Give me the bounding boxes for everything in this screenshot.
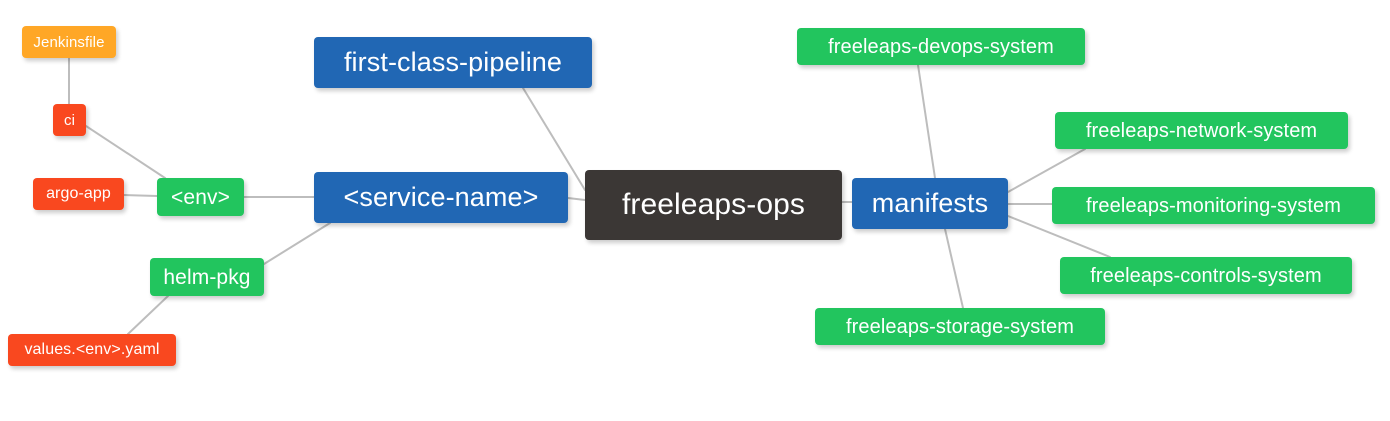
edge-manifests-to-freeleaps-devops-system xyxy=(917,64,936,179)
edge-env-to-argo-app xyxy=(123,194,158,197)
node-label: Jenkinsfile xyxy=(33,33,105,51)
node-service-name[interactable]: <service-name> xyxy=(314,172,568,223)
node-label: ci xyxy=(63,111,76,129)
node-first-class-pipeline[interactable]: first-class-pipeline xyxy=(314,37,592,88)
node-label: freeleaps-storage-system xyxy=(845,315,1075,338)
node-label: freeleaps-network-system xyxy=(1085,119,1318,142)
node-values-env-yaml[interactable]: values.<env>.yaml xyxy=(8,334,176,366)
node-label: freeleaps-devops-system xyxy=(828,35,1054,58)
node-label: freeleaps-ops xyxy=(621,188,806,221)
node-label: argo-app xyxy=(46,185,111,202)
edge-helm-pkg-to-values-env-yaml xyxy=(127,295,169,335)
edge-service-name-to-helm-pkg xyxy=(263,222,331,265)
node-helm-pkg[interactable]: helm-pkg xyxy=(150,258,264,296)
node-label: freeleaps-monitoring-system xyxy=(1085,194,1341,217)
edge-manifests-to-freeleaps-storage-system xyxy=(944,228,964,309)
node-ci[interactable]: ci xyxy=(53,104,86,136)
node-label: first-class-pipeline xyxy=(343,47,563,77)
node-argo-app[interactable]: argo-app xyxy=(33,178,124,210)
node-jenkinsfile[interactable]: Jenkinsfile xyxy=(22,26,116,58)
node-label: <env> xyxy=(171,185,230,209)
node-label: values.<env>.yaml xyxy=(24,341,160,358)
node-freeleaps-controls-system[interactable]: freeleaps-controls-system xyxy=(1060,257,1352,294)
node-freeleaps-devops-system[interactable]: freeleaps-devops-system xyxy=(797,28,1085,65)
edge-freeleaps-ops-to-service-name xyxy=(567,197,586,201)
node-manifests[interactable]: manifests xyxy=(852,178,1008,229)
node-freeleaps-network-system[interactable]: freeleaps-network-system xyxy=(1055,112,1348,149)
edge-manifests-to-freeleaps-network-system xyxy=(1007,148,1086,193)
node-env[interactable]: <env> xyxy=(157,178,244,216)
node-freeleaps-storage-system[interactable]: freeleaps-storage-system xyxy=(815,308,1105,345)
node-freeleaps-monitoring-system[interactable]: freeleaps-monitoring-system xyxy=(1052,187,1375,224)
node-freeleaps-ops[interactable]: freeleaps-ops xyxy=(585,170,842,240)
node-label: freeleaps-controls-system xyxy=(1090,264,1322,287)
edge-env-to-ci xyxy=(85,125,166,179)
node-label: <service-name> xyxy=(343,182,539,212)
node-label: helm-pkg xyxy=(163,265,251,289)
node-label: manifests xyxy=(871,188,989,218)
